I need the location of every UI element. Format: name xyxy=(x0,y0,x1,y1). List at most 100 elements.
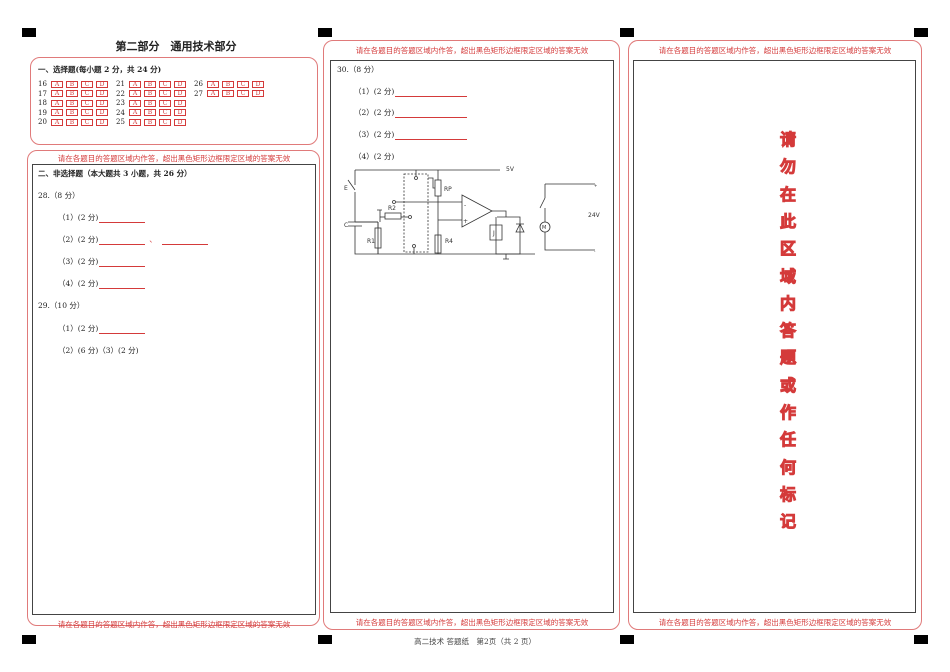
q28-part3[interactable]: （3）(2 分) xyxy=(58,256,146,267)
option-bubble-d[interactable]: D xyxy=(96,99,108,107)
q28-part1[interactable]: （1）(2 分) xyxy=(58,212,146,223)
option-bubble-d[interactable]: D xyxy=(96,80,108,88)
notice-char: 此 xyxy=(779,211,797,231)
option-bubble-d[interactable]: D xyxy=(252,80,264,88)
option-bubble-c[interactable]: C xyxy=(159,80,171,88)
option-bubble-a[interactable]: A xyxy=(51,99,63,107)
q29-part1[interactable]: （1）(2 分) xyxy=(58,323,146,334)
option-bubble-c[interactable]: C xyxy=(81,90,93,97)
option-bubble-c[interactable]: C xyxy=(159,109,171,116)
warning-text: 请在各题目的答题区域内作答，超出黑色矩形边框限定区域的答案无效 xyxy=(658,618,892,627)
option-bubble-d[interactable]: D xyxy=(174,90,186,97)
option-bubble-d[interactable]: D xyxy=(174,99,186,107)
option-bubble-c[interactable]: C xyxy=(237,90,249,97)
notice-char: 内 xyxy=(779,293,797,313)
option-bubble-a[interactable]: A xyxy=(51,80,63,88)
option-bubble-d[interactable]: D xyxy=(96,109,108,116)
page-title: 第二部分 通用技术部分 xyxy=(115,40,237,53)
option-bubble-d[interactable]: D xyxy=(174,109,186,116)
part-label: （2）(2 分) xyxy=(354,108,395,117)
answer-line[interactable] xyxy=(395,111,468,118)
option-bubble-d[interactable]: D xyxy=(174,118,186,126)
option-bubble-d[interactable]: D xyxy=(174,80,186,88)
option-bubble-c[interactable]: C xyxy=(81,118,93,126)
choice-section xyxy=(30,57,318,145)
question-number: 19 xyxy=(38,108,47,117)
option-bubble-c[interactable]: C xyxy=(237,80,249,88)
option-bubble-b[interactable]: B xyxy=(144,109,156,116)
answer-line[interactable] xyxy=(395,90,468,97)
option-bubble-d[interactable]: D xyxy=(96,118,108,126)
q30-part2[interactable]: （2）(2 分) xyxy=(354,107,468,118)
answer-line[interactable] xyxy=(99,260,146,267)
q30-part1[interactable]: （1）(2 分) xyxy=(354,86,468,97)
label-terminal-minus: - xyxy=(594,249,596,254)
label-r1: R1 xyxy=(367,238,375,245)
option-bubble-a[interactable]: A xyxy=(51,118,63,126)
option-bubble-d[interactable]: D xyxy=(96,90,108,97)
option-bubble-a[interactable]: A xyxy=(51,109,63,116)
option-bubble-a[interactable]: A xyxy=(129,90,141,97)
option-bubble-a[interactable]: A xyxy=(129,109,141,116)
option-bubble-d[interactable]: D xyxy=(252,90,264,97)
part-label: （3）(2 分) xyxy=(58,257,99,266)
notice-char: 请 xyxy=(779,130,797,150)
warning-text: 请在各题目的答题区域内作答，超出黑色矩形边框限定区域的答案无效 xyxy=(355,46,589,55)
notice-char: 何 xyxy=(779,457,797,477)
label-m: M xyxy=(542,225,546,231)
answer-line[interactable] xyxy=(99,282,146,289)
answer-line[interactable] xyxy=(161,238,208,245)
label-terminal-plus: + xyxy=(594,183,597,188)
option-bubble-b[interactable]: B xyxy=(144,80,156,88)
option-bubble-b[interactable]: B xyxy=(144,90,156,97)
q30-part4: （4）(2 分) xyxy=(354,152,395,161)
label-5v: 5V xyxy=(506,166,515,173)
option-bubble-a[interactable]: A xyxy=(207,90,219,97)
option-bubble-b[interactable]: B xyxy=(144,118,156,126)
q29-label: 29.（10 分） xyxy=(38,301,85,310)
notice-char: 任 xyxy=(779,430,797,450)
option-bubble-a[interactable]: A xyxy=(129,99,141,107)
option-bubble-a[interactable]: A xyxy=(129,118,141,126)
option-bubble-c[interactable]: C xyxy=(81,109,93,116)
option-bubble-b[interactable]: B xyxy=(222,80,234,88)
question-number: 25 xyxy=(116,118,125,126)
option-bubble-b[interactable]: B xyxy=(66,99,78,107)
option-bubble-a[interactable]: A xyxy=(207,80,219,88)
question-number: 18 xyxy=(38,99,47,107)
alignment-mark xyxy=(620,635,634,644)
option-bubble-c[interactable]: C xyxy=(159,99,171,107)
option-bubble-a[interactable]: A xyxy=(129,80,141,88)
answer-area-left xyxy=(27,150,320,626)
answer-line[interactable] xyxy=(99,216,146,223)
option-bubble-b[interactable]: B xyxy=(144,99,156,107)
option-bubble-b[interactable]: B xyxy=(66,118,78,126)
q28-part2[interactable]: （2）(2 分)、 xyxy=(58,234,208,245)
label-r2: R2 xyxy=(388,205,396,212)
option-bubble-b[interactable]: B xyxy=(66,90,78,97)
answer-line[interactable] xyxy=(99,327,146,334)
option-bubble-b[interactable]: B xyxy=(222,90,234,97)
option-bubble-c[interactable]: C xyxy=(81,99,93,107)
option-bubble-b[interactable]: B xyxy=(66,80,78,88)
option-bubble-c[interactable]: C xyxy=(159,90,171,97)
question-number: 23 xyxy=(116,99,125,107)
notice-char: 答 xyxy=(779,321,797,341)
q30-part3[interactable]: （3）(2 分) xyxy=(354,129,468,140)
option-bubble-c[interactable]: C xyxy=(159,118,171,126)
option-bubble-b[interactable]: B xyxy=(66,109,78,116)
answer-line[interactable] xyxy=(395,133,468,140)
option-bubble-c[interactable]: C xyxy=(81,80,93,88)
question-number: 27 xyxy=(194,89,203,98)
alignment-mark xyxy=(914,28,928,37)
question-number: 22 xyxy=(116,89,125,98)
alignment-mark xyxy=(620,28,634,37)
answer-area-middle xyxy=(323,40,620,630)
q28-part4[interactable]: （4）(2 分) xyxy=(58,278,146,289)
option-bubble-a[interactable]: A xyxy=(51,90,63,97)
alignment-mark xyxy=(22,635,36,644)
answer-line[interactable] xyxy=(99,238,146,245)
